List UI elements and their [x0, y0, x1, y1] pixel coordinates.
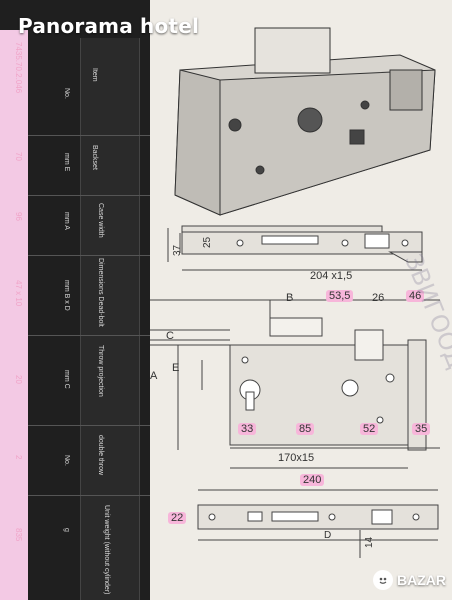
faceplate-top [181, 225, 423, 263]
header-throw: Throw projection [97, 345, 104, 397]
subheader-backset: mm E [63, 153, 70, 172]
strike-plate [197, 504, 439, 530]
row-divider [28, 495, 150, 496]
lock-front [229, 317, 427, 451]
drawing-svg [150, 27, 440, 558]
lock-drawing: 37 25 204 x1,5 B 53,5 26 46 C E A 33 85 … [150, 0, 452, 600]
dim-204: 204 x1,5 [310, 270, 353, 282]
dim-B: B [286, 292, 294, 304]
spec-table: Item Backset Case width Dimensions Dead-… [0, 0, 150, 600]
row-divider [28, 135, 150, 136]
header-item: Item [91, 68, 98, 82]
dim-37: 37 [172, 244, 183, 256]
dim-33: 33 [238, 423, 257, 435]
highlight-strip [0, 30, 28, 600]
dim-C: C [166, 330, 174, 342]
value-deadbolt: 47 x 10 [14, 280, 23, 307]
dim-D: D [324, 530, 332, 541]
header-case-width: Case width [97, 203, 104, 238]
dim-25: 25 [202, 236, 213, 248]
dim-52: 52 [360, 423, 379, 435]
value-case-width: 96 [14, 212, 23, 221]
brand-logo: BAZAR [373, 570, 446, 590]
subheader-deadbolt: mm B x D [63, 280, 70, 311]
subheader-case-width: mm A [63, 212, 70, 230]
page-title: Panorama hotel [18, 14, 200, 38]
dim-170: 170x15 [278, 452, 315, 464]
dim-22: 22 [168, 512, 187, 524]
value-unit-weight: 835 [14, 528, 23, 542]
brand-name: BAZAR [397, 572, 446, 588]
header-unit-weight: Unit weight (without cylinder) [103, 505, 110, 595]
value-item: 7435.70.2.046 [14, 42, 23, 94]
lock-body-3d [174, 27, 436, 216]
subheader-double-throw: No. [63, 455, 70, 466]
dim-240: 240 [300, 474, 325, 486]
dim-35: 35 [412, 423, 431, 435]
value-throw: 20 [14, 375, 23, 384]
header-deadbolt: Dimensions Dead-bolt [97, 258, 104, 327]
header-double-throw: double throw [97, 435, 104, 476]
dim-14: 14 [364, 536, 375, 548]
row-divider [28, 255, 150, 256]
header-backset: Backset [91, 145, 98, 170]
subheader-item: No. [63, 88, 70, 99]
subheader-throw: mm C [63, 370, 70, 389]
row-divider [28, 195, 150, 196]
subheader-unit-weight: g [63, 528, 70, 532]
row-divider [28, 425, 150, 426]
dim-26: 26 [372, 292, 385, 304]
value-double-throw: 2 [14, 455, 23, 460]
dim-A: A [150, 370, 158, 382]
dim-46: 46 [406, 290, 425, 302]
brand-mark-icon [373, 570, 393, 590]
dim-53-5: 53,5 [326, 290, 354, 302]
dim-E: E [172, 362, 180, 374]
row-divider [28, 335, 150, 336]
header-column [80, 38, 140, 600]
dim-85: 85 [296, 423, 315, 435]
value-backset: 70 [14, 152, 23, 161]
